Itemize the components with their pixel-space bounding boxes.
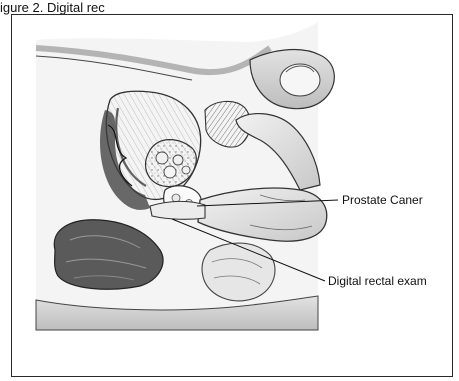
label-digital-rectal-exam: Digital rectal exam bbox=[328, 274, 427, 288]
label-prostate-cancer: Prostate Caner bbox=[342, 193, 423, 207]
sacrum bbox=[202, 243, 275, 301]
